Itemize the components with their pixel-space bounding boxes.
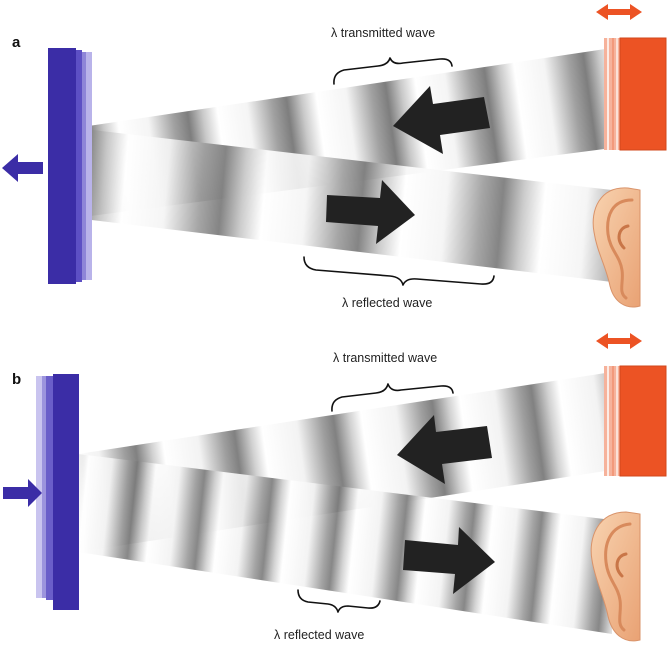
reflector-motion-arrow-a (2, 154, 43, 182)
reflector-a (48, 48, 92, 284)
reflected-beam-b (78, 454, 612, 634)
double-arrow-icon (596, 4, 642, 20)
transmitted-wavelength-label-b: λ transmitted wave (333, 351, 437, 365)
panel-b-label: b (12, 371, 21, 388)
speaker-icon (604, 37, 667, 151)
reflected-direction-arrow-a (326, 180, 415, 244)
reflected-wavelength-label-b: λ reflected wave (274, 628, 364, 642)
reflected-wavelength-brace-a (303, 256, 495, 286)
panel-b: b (3, 333, 667, 642)
reflector-b (36, 374, 79, 610)
ear-icon (590, 511, 641, 642)
transmitted-wavelength-brace-b (331, 383, 454, 412)
reflected-direction-arrow-b (403, 527, 495, 594)
panel-a-label: a (12, 34, 21, 51)
double-arrow-icon (596, 333, 642, 349)
transmitted-wavelength-brace-a (333, 57, 453, 85)
transmitted-direction-arrow-b (397, 415, 492, 484)
ear-icon (592, 187, 641, 308)
reflected-wavelength-label-a: λ reflected wave (342, 296, 432, 310)
panel-a: a (2, 4, 667, 310)
reflected-wavelength-brace-b (297, 589, 381, 613)
reflector-motion-arrow-b (3, 479, 42, 507)
speaker-icon (604, 365, 667, 477)
transmitted-direction-arrow-a (393, 86, 490, 154)
transmitted-wavelength-label-a: λ transmitted wave (331, 26, 435, 40)
